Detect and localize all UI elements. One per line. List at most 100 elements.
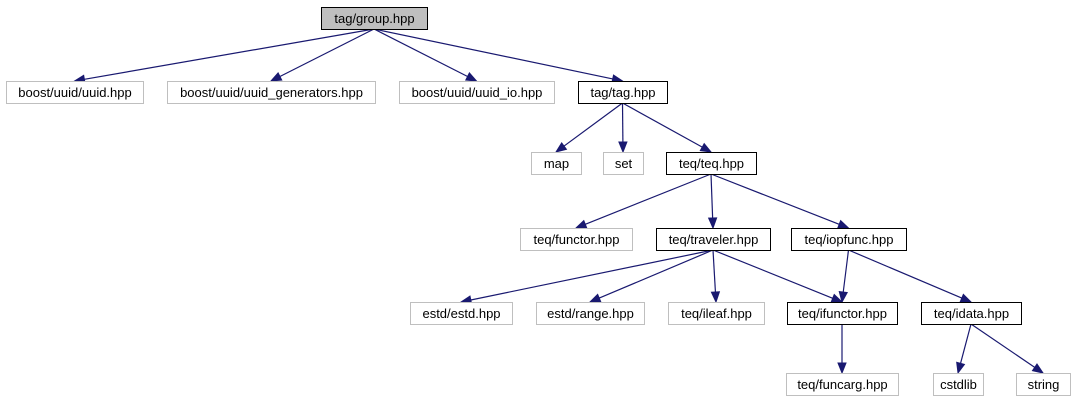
node-label: teq/idata.hpp bbox=[934, 306, 1009, 321]
arrowhead bbox=[710, 291, 721, 304]
node-uuid_gen: boost/uuid/uuid_generators.hpp bbox=[167, 81, 376, 104]
node-label: teq/ileaf.hpp bbox=[681, 306, 752, 321]
arrowhead bbox=[838, 290, 849, 304]
edge-group-to-uuid bbox=[73, 28, 375, 84]
edge-teq-to-functor bbox=[574, 173, 712, 229]
node-box bbox=[786, 373, 899, 396]
node-ifunctor: teq/ifunctor.hpp bbox=[787, 302, 898, 325]
arrowhead bbox=[618, 141, 628, 154]
node-box bbox=[321, 7, 428, 30]
edge-line bbox=[710, 173, 840, 225]
arrowhead bbox=[837, 362, 847, 375]
node-box bbox=[668, 302, 765, 325]
edge-teq-to-iopfunc bbox=[710, 173, 850, 229]
edge-line bbox=[959, 323, 972, 364]
node-box bbox=[520, 228, 633, 251]
node-box bbox=[787, 302, 898, 325]
edge-iopfunc-to-idata bbox=[848, 249, 973, 303]
edge-line bbox=[598, 249, 714, 299]
node-box bbox=[410, 302, 513, 325]
node-box bbox=[1016, 373, 1071, 396]
edge-line bbox=[470, 249, 714, 301]
edge-line bbox=[622, 102, 703, 148]
edge-line bbox=[710, 173, 714, 219]
node-box bbox=[666, 152, 757, 175]
node-iopfunc: teq/iopfunc.hpp bbox=[791, 228, 907, 251]
edge-traveler-to-ifunctor bbox=[712, 249, 844, 303]
node-uuid: boost/uuid/uuid.hpp bbox=[6, 81, 144, 104]
node-box bbox=[531, 152, 582, 175]
node-box bbox=[536, 302, 645, 325]
arrowhead bbox=[707, 217, 718, 230]
edge-traveler-to-range bbox=[588, 249, 714, 303]
arrowhead bbox=[830, 293, 844, 303]
node-layer: tag/group.hpp boost/uuid/uuid.hpp boost/uu… bbox=[6, 7, 1071, 396]
node-label: estd/range.hpp bbox=[547, 306, 634, 321]
edge-traveler-to-estd bbox=[459, 249, 714, 305]
node-label: teq/funcarg.hpp bbox=[797, 377, 887, 392]
node-label: cstdlib bbox=[940, 377, 977, 392]
edge-line bbox=[848, 249, 963, 299]
arrowhead bbox=[554, 141, 568, 153]
arrowhead bbox=[574, 219, 588, 229]
node-traveler: teq/traveler.hpp bbox=[656, 228, 771, 251]
node-box bbox=[6, 81, 144, 104]
edge-ifunctor-to-funcarg bbox=[837, 324, 847, 375]
node-range: estd/range.hpp bbox=[536, 302, 645, 325]
node-box bbox=[921, 302, 1022, 325]
edge-teq-to-traveler bbox=[707, 173, 718, 230]
edge-line bbox=[970, 323, 1036, 368]
node-idata: teq/idata.hpp bbox=[921, 302, 1022, 325]
arrowhead bbox=[588, 293, 602, 303]
node-functor: teq/functor.hpp bbox=[520, 228, 633, 251]
edge-line bbox=[842, 249, 850, 293]
node-label: teq/functor.hpp bbox=[533, 232, 619, 247]
node-box bbox=[578, 81, 668, 104]
edge-group-to-uuid_io bbox=[373, 28, 478, 82]
node-label: boost/uuid/uuid_generators.hpp bbox=[180, 85, 363, 100]
node-set: set bbox=[603, 152, 644, 175]
node-label: estd/estd.hpp bbox=[422, 306, 500, 321]
edge-line bbox=[373, 28, 613, 80]
edge-line bbox=[279, 28, 375, 78]
node-label: teq/ifunctor.hpp bbox=[798, 306, 887, 321]
node-label: tag/tag.hpp bbox=[590, 85, 655, 100]
arrowhead bbox=[269, 72, 283, 82]
edge-line bbox=[373, 28, 468, 78]
edge-line bbox=[84, 28, 375, 80]
arrowhead bbox=[956, 361, 966, 375]
edge-idata-to-cstdlib bbox=[956, 323, 972, 375]
node-label: teq/traveler.hpp bbox=[669, 232, 759, 247]
edge-tag-to-teq bbox=[622, 102, 713, 153]
node-label: teq/iopfunc.hpp bbox=[805, 232, 894, 247]
node-label: string bbox=[1028, 377, 1060, 392]
edge-line bbox=[712, 249, 717, 293]
node-label: boost/uuid/uuid_io.hpp bbox=[412, 85, 543, 100]
node-uuid_io: boost/uuid/uuid_io.hpp bbox=[399, 81, 555, 104]
node-box bbox=[603, 152, 644, 175]
node-string: string bbox=[1016, 373, 1071, 396]
node-box bbox=[399, 81, 555, 104]
edge-idata-to-string bbox=[970, 323, 1045, 374]
arrowhead bbox=[464, 72, 478, 82]
edge-group-to-uuid_gen bbox=[269, 28, 375, 82]
node-label: tag/group.hpp bbox=[334, 11, 414, 26]
node-tag: tag/tag.hpp bbox=[578, 81, 668, 104]
arrowhead bbox=[959, 293, 973, 303]
edge-line bbox=[712, 249, 833, 299]
node-label: set bbox=[615, 156, 633, 171]
node-label: map bbox=[544, 156, 569, 171]
node-funcarg: teq/funcarg.hpp bbox=[786, 373, 899, 396]
node-estd: estd/estd.hpp bbox=[410, 302, 513, 325]
node-label: boost/uuid/uuid.hpp bbox=[18, 85, 131, 100]
node-label: teq/teq.hpp bbox=[679, 156, 744, 171]
edge-traveler-to-ileaf bbox=[710, 249, 721, 304]
arrowhead bbox=[1031, 363, 1045, 374]
node-group: tag/group.hpp bbox=[321, 7, 428, 30]
edge-line bbox=[563, 102, 623, 147]
node-teq: teq/teq.hpp bbox=[666, 152, 757, 175]
edge-line bbox=[585, 173, 712, 225]
arrowhead bbox=[699, 142, 713, 153]
node-box bbox=[656, 228, 771, 251]
node-map: map bbox=[531, 152, 582, 175]
